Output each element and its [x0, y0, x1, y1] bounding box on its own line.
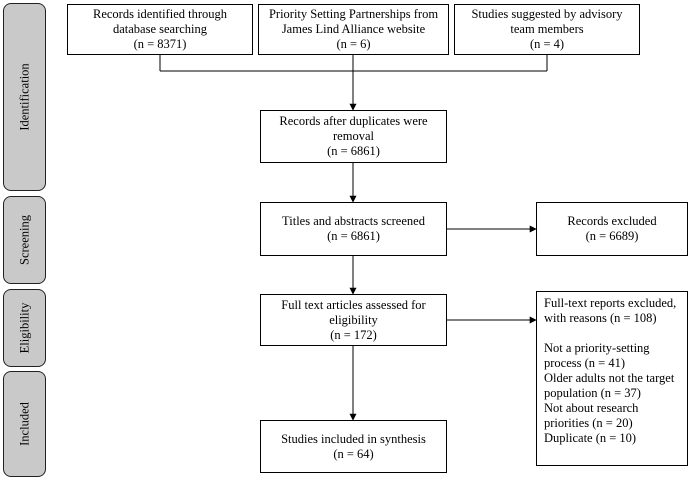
phase-included: Included	[3, 371, 46, 477]
fulltext-assessed-box: Full text articles assessed for eligibil…	[260, 294, 447, 346]
advisory-studies-box: Studies suggested by advisory team membe…	[454, 4, 640, 55]
exclusion-heading: with reasons (n = 108)	[544, 311, 657, 325]
exclusion-reason: priorities (n = 20)	[544, 416, 633, 430]
phase-identification: Identification	[3, 3, 46, 191]
fulltext-excluded-box: Full-text reports excluded, with reasons…	[536, 291, 688, 466]
database-records-box: Records identified through database sear…	[67, 4, 253, 55]
exclusion-heading: Full-text reports excluded,	[544, 296, 677, 310]
phase-eligibility: Eligibility	[3, 289, 46, 367]
box-line: (n = 6861)	[327, 144, 380, 158]
box-line: Studies suggested by advisory	[471, 7, 623, 21]
box-line: (n = 8371)	[133, 37, 187, 51]
records-excluded-box: Records excluded (n = 6689)	[536, 202, 688, 256]
box-line: Records identified through	[93, 7, 227, 21]
box-line: removal	[333, 129, 374, 143]
exclusion-reason: Not about research	[544, 401, 639, 415]
box-line: Titles and abstracts screened	[282, 214, 425, 228]
box-line: (n = 4)	[529, 37, 565, 51]
exclusion-reason: Older adults not the target	[544, 371, 675, 385]
box-line: database searching	[112, 22, 208, 36]
box-line: Full text articles assessed for	[281, 297, 426, 312]
box-line: Records after duplicates were	[279, 114, 428, 128]
box-line: Records excluded	[567, 214, 657, 228]
box-line: eligibility	[329, 312, 378, 327]
box-line: (n = 64)	[333, 446, 374, 461]
exclusion-reason: Duplicate (n = 10)	[544, 431, 637, 445]
screened-box: Titles and abstracts screened (n = 6861)	[260, 202, 447, 256]
after-duplicates-box: Records after duplicates were removal (n…	[260, 110, 447, 163]
exclusion-reason: population (n = 37)	[544, 386, 641, 400]
box-line: team members	[510, 22, 584, 36]
box-line: Studies included in synthesis	[281, 431, 426, 446]
exclusion-reason: Not a priority-setting	[544, 341, 650, 355]
box-line: (n = 172)	[330, 327, 377, 342]
box-line: (n = 6)	[336, 37, 371, 51]
box-line: James Lind Alliance website	[281, 22, 426, 36]
box-line: (n = 6861)	[327, 229, 380, 243]
exclusion-reason: process (n = 41)	[544, 356, 625, 370]
phase-screening: Screening	[3, 196, 46, 284]
box-line: Priority Setting Partnerships from	[268, 7, 439, 21]
box-line: (n = 6689)	[585, 229, 639, 243]
psp-records-box: Priority Setting Partnerships from James…	[258, 4, 449, 55]
included-box: Studies included in synthesis (n = 64)	[260, 420, 447, 473]
